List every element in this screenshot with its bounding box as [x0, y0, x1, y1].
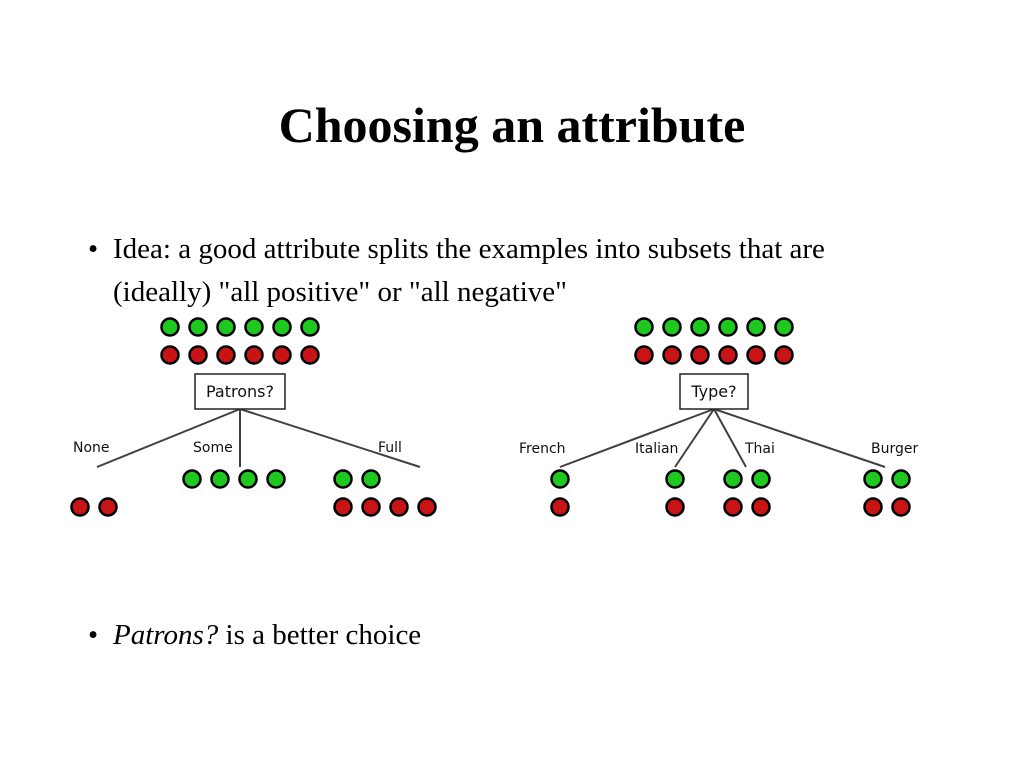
negative-example-dot	[665, 497, 685, 517]
conclusion-rest: is a better choice	[218, 619, 422, 651]
positive-example-dot	[891, 469, 911, 489]
bullet-conclusion-text: Patrons? is a better choice	[113, 614, 928, 657]
positive-example-dot	[216, 317, 236, 337]
branch-label: French	[519, 441, 566, 457]
positive-example-dot	[272, 317, 292, 337]
negative-example-dot	[272, 345, 292, 365]
bullet-dot: •	[88, 619, 99, 651]
negative-example-dot	[634, 345, 654, 365]
positive-example-dot	[333, 469, 353, 489]
negative-example-dot	[300, 345, 320, 365]
slide-title: Choosing an attribute	[278, 97, 746, 153]
branch-label: Thai	[744, 441, 775, 457]
negative-example-dot	[723, 497, 743, 517]
positive-example-dot	[210, 469, 230, 489]
branch-label: None	[73, 440, 110, 456]
positive-example-dot	[746, 317, 766, 337]
negative-example-dot	[746, 345, 766, 365]
negative-example-dot	[891, 497, 911, 517]
positive-example-dot	[751, 469, 771, 489]
negative-example-dot	[98, 497, 118, 517]
branch-line	[239, 408, 421, 468]
branch-label: Full	[378, 440, 402, 456]
positive-example-dot	[160, 317, 180, 337]
branch-label: Italian	[635, 441, 678, 457]
positive-example-dot	[863, 469, 883, 489]
attribute-node-label: Patrons?	[206, 382, 274, 401]
negative-example-dot	[550, 497, 570, 517]
negative-example-dot	[70, 497, 90, 517]
positive-example-dot	[244, 317, 264, 337]
branch-label: Burger	[871, 441, 918, 457]
negative-example-dot	[389, 497, 409, 517]
positive-example-dot	[723, 469, 743, 489]
branch-line	[713, 408, 747, 468]
branch-line	[713, 408, 886, 468]
positive-example-dot	[361, 469, 381, 489]
positive-example-dot	[238, 469, 258, 489]
negative-example-dot	[244, 345, 264, 365]
negative-example-dot	[160, 345, 180, 365]
negative-example-dot	[216, 345, 236, 365]
attribute-node-label: Type?	[690, 382, 736, 401]
bullet-idea: • Idea: a good attribute splits the exam…	[88, 228, 928, 314]
positive-example-dot	[266, 469, 286, 489]
positive-example-dot	[634, 317, 654, 337]
positive-example-dot	[774, 317, 794, 337]
bullet-idea-text: Idea: a good attribute splits the exampl…	[113, 233, 825, 308]
branch-label: Some	[193, 440, 233, 456]
negative-example-dot	[662, 345, 682, 365]
bullet-dot: •	[88, 233, 99, 265]
positive-example-dot	[665, 469, 685, 489]
positive-example-dot	[182, 469, 202, 489]
conclusion-attribute: Patrons?	[113, 619, 219, 651]
attribute-node-box	[679, 373, 749, 410]
positive-example-dot	[662, 317, 682, 337]
positive-example-dot	[690, 317, 710, 337]
positive-example-dot	[550, 469, 570, 489]
positive-example-dot	[718, 317, 738, 337]
negative-example-dot	[361, 497, 381, 517]
negative-example-dot	[188, 345, 208, 365]
negative-example-dot	[690, 345, 710, 365]
branch-line	[674, 408, 715, 468]
negative-example-dot	[718, 345, 738, 365]
negative-example-dot	[751, 497, 771, 517]
branch-line	[96, 408, 241, 468]
attribute-node-box	[194, 373, 286, 410]
negative-example-dot	[774, 345, 794, 365]
negative-example-dot	[863, 497, 883, 517]
positive-example-dot	[300, 317, 320, 337]
bullet-conclusion: • Patrons? is a better choice	[88, 614, 928, 657]
negative-example-dot	[417, 497, 437, 517]
branch-line	[559, 408, 715, 468]
negative-example-dot	[333, 497, 353, 517]
positive-example-dot	[188, 317, 208, 337]
